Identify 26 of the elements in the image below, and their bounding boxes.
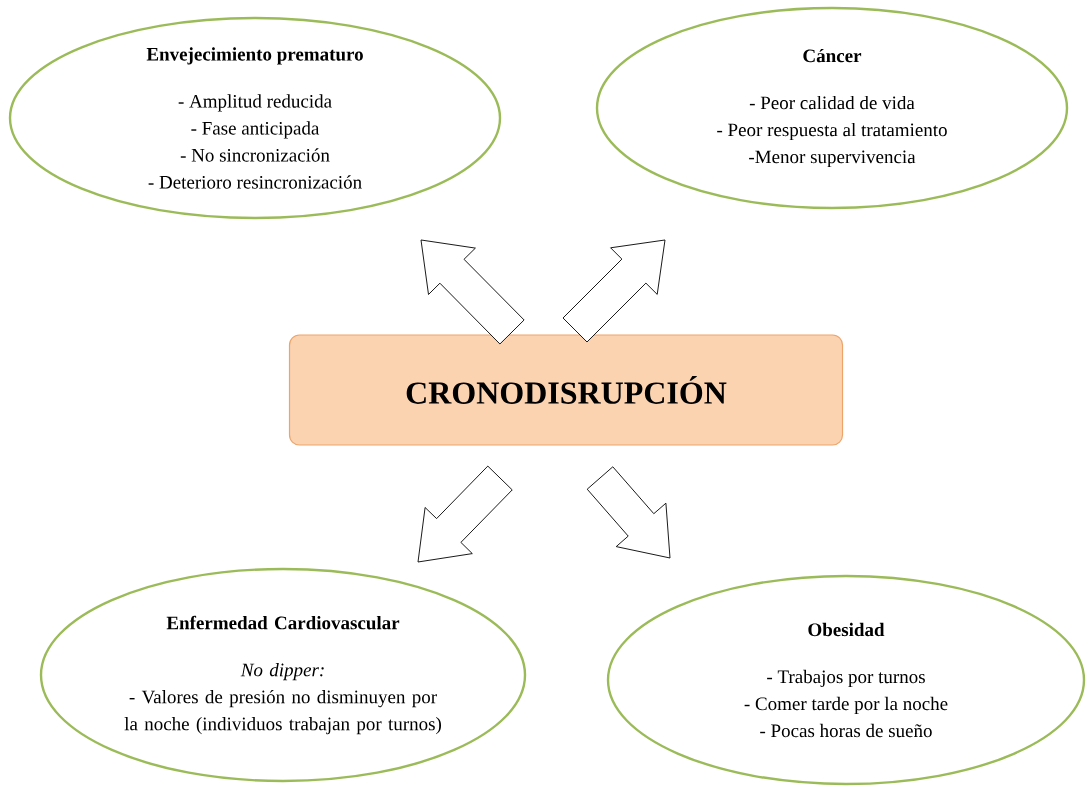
title-box [288,334,844,446]
subheading: No dipper: [240,663,324,681]
block-arrow [417,465,513,563]
list-item: - Deterioro resincronización [148,175,362,189]
list-item: - Trabajos por turnos [767,669,925,688]
block-arrow [562,239,666,343]
list-item: - Peor respuesta al tratamiento [717,122,947,141]
list-item: -Menor supervivencia [749,150,916,168]
list-item: - No sincronización [180,148,330,162]
list-item: - Comer tarde por la noche [744,696,948,715]
title-text: CRONODISRUPCIÓN [406,376,727,404]
block-arrow [586,466,671,559]
list-item: - Fase anticipada [191,121,320,139]
ellipse [606,574,1086,786]
list-item: - Valores de presión no disminuyen por la noche (individuos trabajan por turnos) [124,689,441,735]
ellipse [39,567,527,783]
ellipse-heading: Envejecimiento prematuro [146,47,363,65]
list-item: - Amplitud reducida [178,94,332,112]
ellipse [8,16,502,220]
ellipse-heading: Enfermedad Cardiovascular [166,615,400,630]
ellipse-heading: Obesidad [808,622,885,637]
ellipse [595,6,1069,210]
list-item: - Pocas horas de sueño [760,723,932,738]
ellipse-heading: Cáncer [803,48,862,63]
block-arrow [420,239,525,345]
list-item: - Peor calidad de vida [749,95,915,110]
